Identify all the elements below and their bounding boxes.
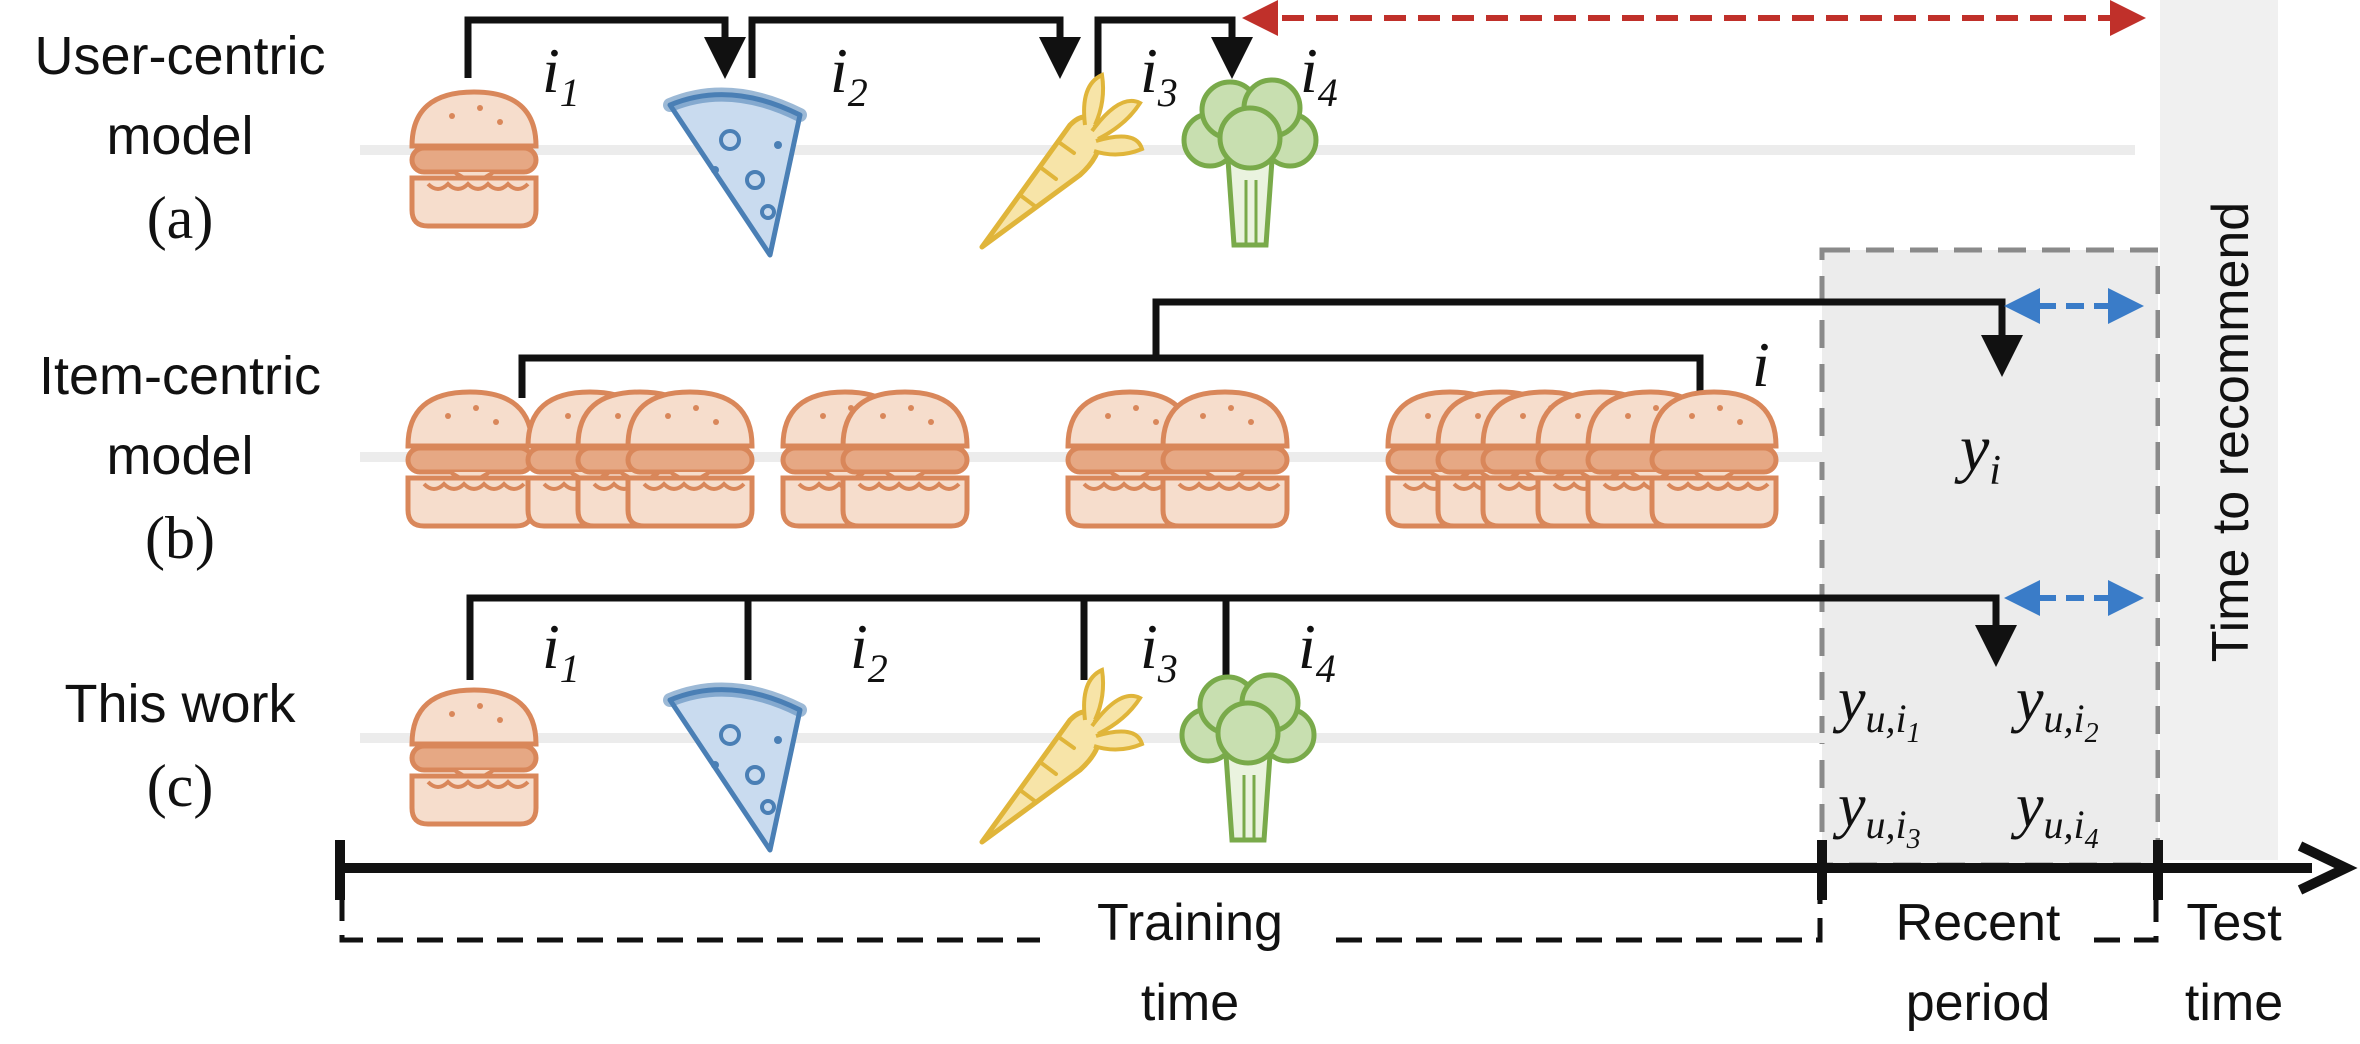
row-c-arrows — [466, 594, 2017, 680]
time-to-recommend-label: Time to recommend — [2202, 202, 2260, 662]
recent-period-box — [1819, 247, 2161, 868]
row-c-i3: i3 — [1140, 611, 1178, 691]
burger-icon — [843, 392, 967, 526]
row-b-i: i — [1752, 329, 1770, 400]
y-u-i4: yu,i4 — [2010, 772, 2099, 855]
period-brackets — [339, 895, 2159, 943]
row-a-arrows — [464, 16, 1253, 79]
row-a-label-line2: model — [106, 106, 253, 166]
pizza-icon — [670, 690, 800, 850]
time-axis — [335, 840, 2358, 900]
y-u-i3: yu,i3 — [1832, 772, 1921, 855]
row-c-label-line1: This work — [64, 674, 296, 734]
training-time-label-line1: Training — [1097, 894, 1283, 952]
row-a-i1: i1 — [542, 35, 580, 115]
broccoli-icon — [1182, 675, 1314, 840]
row-b-letter: (b) — [145, 505, 215, 571]
row-a-i4: i4 — [1300, 35, 1338, 115]
recommend-bar — [2160, 0, 2278, 860]
row-c-letter: (c) — [147, 753, 214, 819]
burger-icon — [1163, 392, 1287, 526]
row-b-label-line1: Item-centric — [39, 346, 321, 406]
broccoli-icon — [1184, 80, 1316, 245]
y-u-i2: yu,i2 — [2010, 666, 2099, 749]
carrot-icon — [982, 75, 1142, 247]
burger-icon — [412, 690, 536, 824]
row-a-letter: (a) — [147, 185, 214, 251]
training-time-label-line2: time — [1141, 974, 1239, 1032]
row-b-y-i: yi — [1954, 412, 2001, 494]
row-c-i2: i2 — [850, 611, 888, 691]
row-b-arrows — [518, 298, 2023, 398]
row-b-label-line2: model — [106, 426, 253, 486]
carrot-icon — [982, 670, 1142, 842]
test-time-label-line2: time — [2185, 974, 2283, 1032]
row-c-i1: i1 — [542, 611, 580, 691]
y-u-i1: yu,i1 — [1832, 666, 1921, 749]
row-c-i4: i4 — [1298, 611, 1336, 691]
burger-icon — [1652, 392, 1776, 526]
pizza-icon — [670, 95, 800, 255]
recent-period-label-line2: period — [1906, 974, 2051, 1032]
burger-icon — [412, 92, 536, 226]
row-a-label-line1: User-centric — [34, 26, 325, 86]
row-a-i3: i3 — [1140, 35, 1178, 115]
test-time-label-line1: Test — [2186, 894, 2282, 952]
row-a-i2: i2 — [830, 35, 868, 115]
burger-icon — [628, 392, 752, 526]
recent-period-label-line1: Recent — [1896, 894, 2061, 952]
burger-icon — [408, 392, 532, 526]
